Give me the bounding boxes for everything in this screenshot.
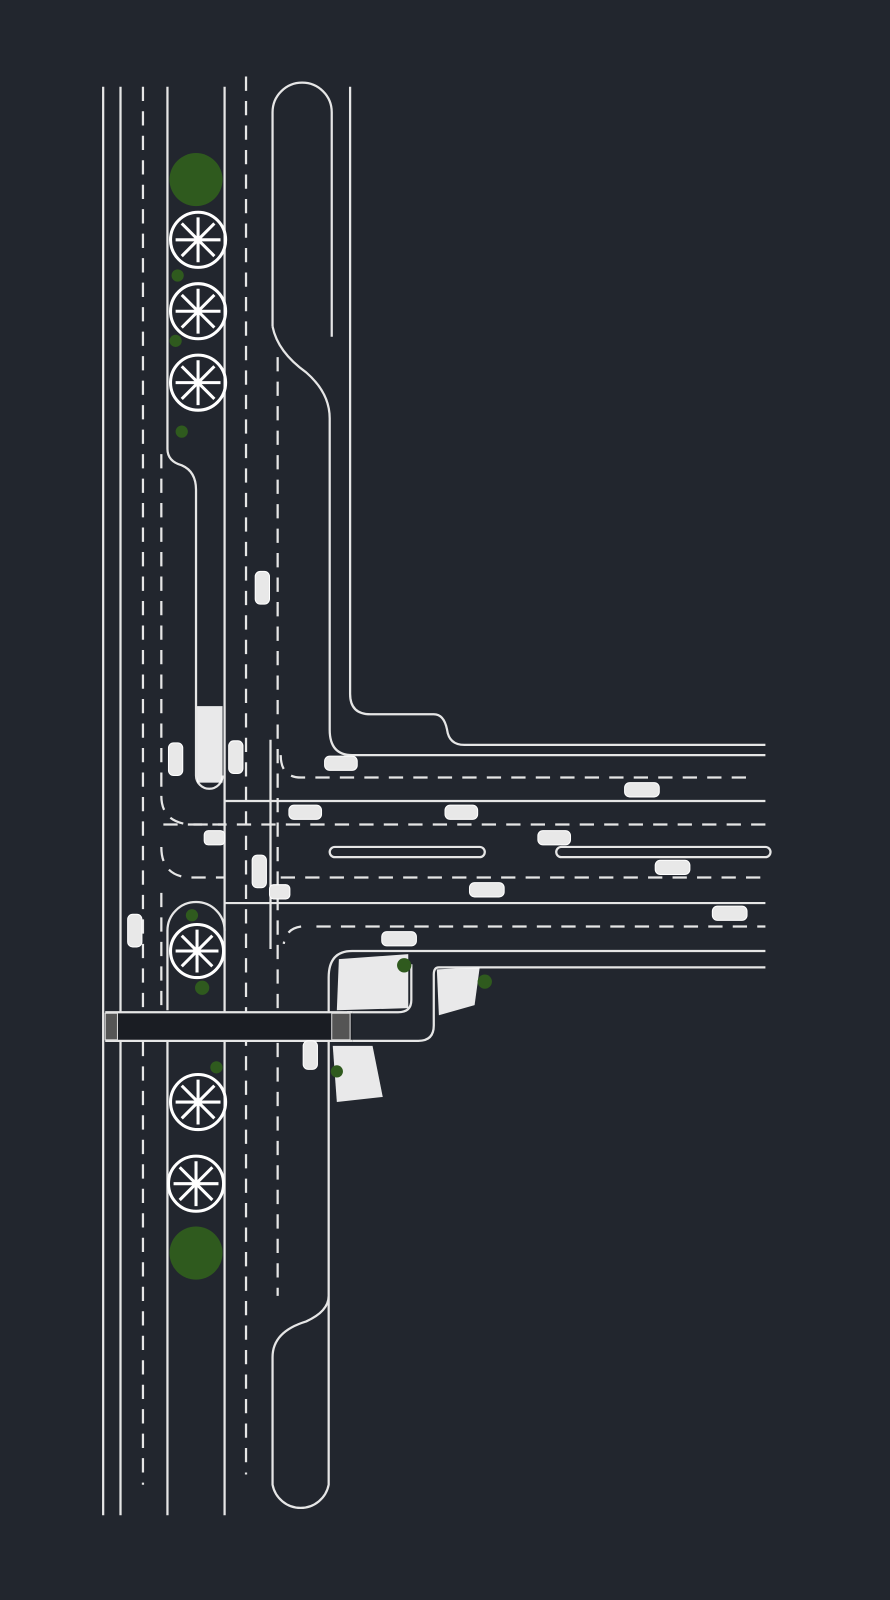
tree-icon [166,1154,226,1213]
planting-bed [336,954,409,1011]
car [444,804,479,820]
car [324,755,358,771]
car [268,884,291,900]
tree-icon [168,282,228,341]
car [302,1040,318,1070]
car [203,830,226,846]
shrub [169,153,223,207]
car [228,740,244,774]
car [288,804,323,820]
cross-road-horizontal [163,799,772,1510]
vegetation [166,153,492,1280]
right-median [269,81,766,949]
crosswalk [104,1011,353,1042]
car [254,570,271,605]
car [381,931,417,947]
tree-icon [168,1072,228,1132]
planting-bed [332,1045,383,1103]
tree-icon [168,353,228,412]
car [624,782,660,798]
car [167,742,184,777]
tree-icon [168,210,228,269]
shrub [169,1226,223,1280]
vehicles [127,570,748,1070]
car [127,913,143,948]
car [654,859,691,875]
car [251,854,267,889]
car [468,882,505,898]
tree-icon [168,922,226,980]
car [537,830,572,846]
planting-bed [436,967,480,1016]
car [711,905,748,921]
planting-bed [197,706,223,783]
